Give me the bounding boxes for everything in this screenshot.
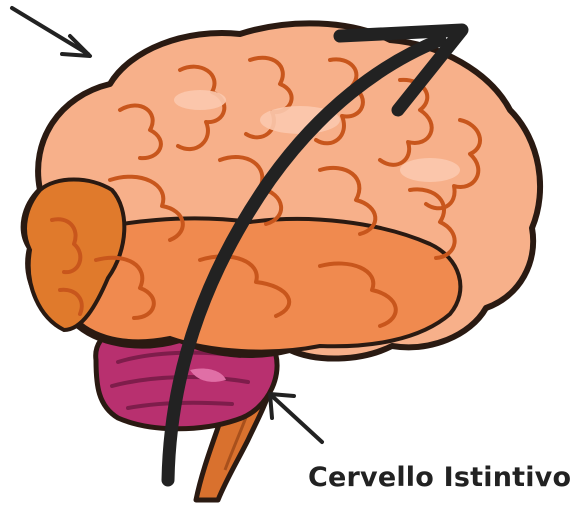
instinctive-brain-label: Cervello Istintivo bbox=[308, 462, 571, 493]
pointer-arrow-brainstem-icon bbox=[270, 394, 322, 442]
cerebral-cortex bbox=[24, 23, 540, 358]
pointer-arrow-top-left-icon bbox=[12, 8, 90, 56]
